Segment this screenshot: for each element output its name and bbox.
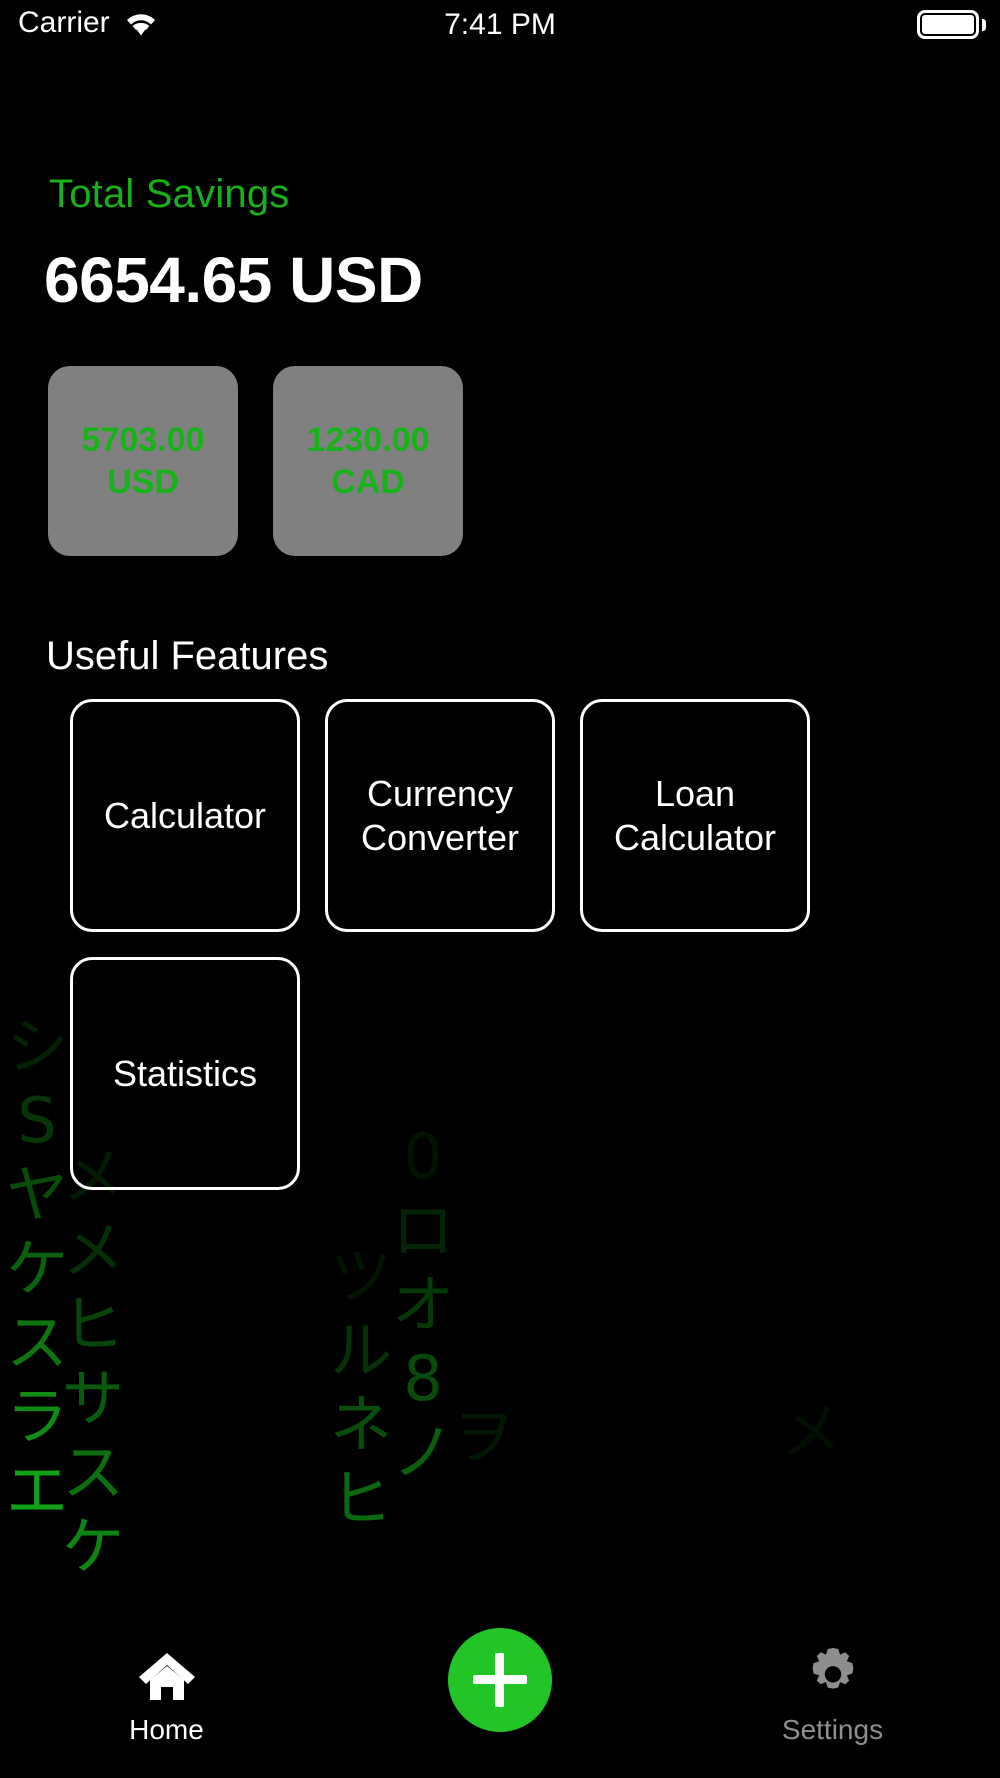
account-currency: CAD	[331, 463, 405, 501]
tab-home-label: Home	[129, 1714, 204, 1745]
status-bar-left: Carrier	[18, 6, 160, 40]
home-icon	[138, 1653, 195, 1700]
bottom-tab-bar: Home Settings	[0, 1618, 1000, 1778]
tab-home[interactable]: Home	[0, 1650, 333, 1778]
account-currency: USD	[107, 463, 179, 501]
feature-label: Loan Calculator	[613, 772, 777, 858]
clock-label: 7:41 PM	[444, 8, 556, 41]
features-grid: Calculator Currency Converter Loan Calcu…	[70, 699, 830, 1190]
tab-add-placeholder	[333, 1746, 666, 1778]
battery-icon	[917, 10, 986, 39]
plus-icon	[473, 1653, 527, 1707]
account-amount: 5703.00	[81, 421, 205, 459]
feature-card-currency-converter[interactable]: Currency Converter	[325, 699, 555, 932]
gear-icon	[812, 1648, 853, 1689]
feature-card-calculator[interactable]: Calculator	[70, 699, 300, 932]
feature-label: Currency Converter	[360, 772, 520, 858]
tab-settings[interactable]: Settings	[666, 1646, 999, 1778]
feature-label: Statistics	[112, 1052, 258, 1094]
account-cards-row: 5703.00 USD 1230.00 CAD	[48, 366, 463, 556]
add-transaction-fab[interactable]	[448, 1628, 552, 1732]
useful-features-title: Useful Features	[46, 634, 329, 678]
feature-card-loan-calculator[interactable]: Loan Calculator	[580, 699, 810, 932]
account-amount: 1230.00	[306, 421, 430, 459]
total-savings-amount: 6654.65 USD	[44, 244, 423, 316]
account-card[interactable]: 5703.00 USD	[48, 366, 238, 556]
feature-label: Calculator	[103, 794, 267, 836]
feature-card-statistics[interactable]: Statistics	[70, 957, 300, 1190]
status-bar: Carrier 7:41 PM	[0, 0, 1000, 56]
tab-settings-label: Settings	[781, 1714, 884, 1745]
account-card[interactable]: 1230.00 CAD	[273, 366, 463, 556]
total-savings-label: Total Savings	[49, 172, 290, 216]
carrier-label: Carrier	[18, 6, 110, 39]
wifi-icon	[126, 14, 155, 36]
